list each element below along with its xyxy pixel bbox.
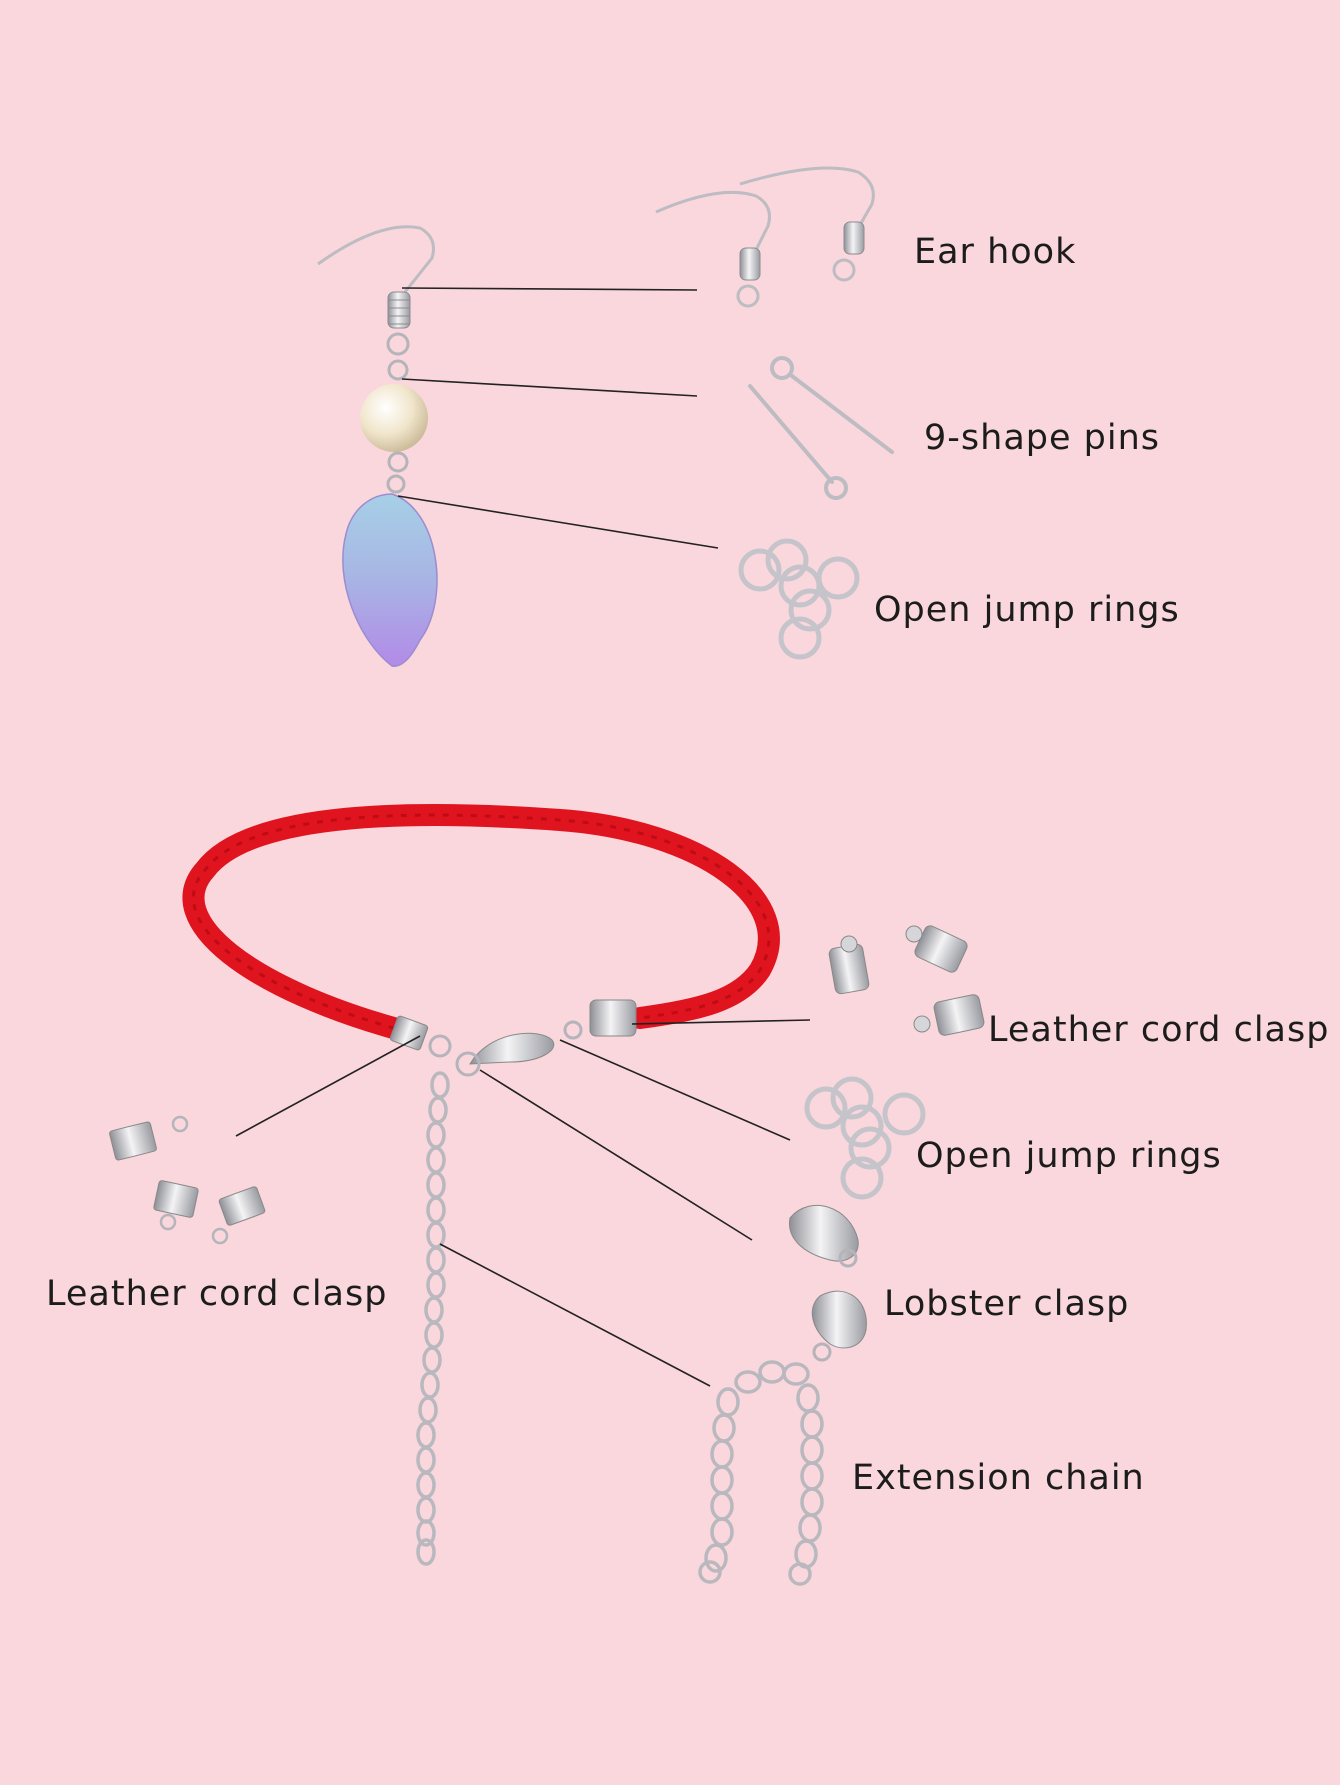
lobster-clasp-label: Lobster clasp [884, 1284, 1130, 1324]
nine-shape-pins-label: 9-shape pins [924, 418, 1160, 458]
leather-cord-clasp-left-label: Leather cord clasp [46, 1274, 388, 1314]
bracelet-assembly [182, 804, 780, 1566]
nine-shape-pins-part [748, 356, 894, 500]
leaf-pendant [342, 493, 438, 668]
ear-hook-coil [387, 291, 411, 329]
extension-chain-part [698, 1360, 824, 1586]
extension-chain-label: Extension chain [852, 1458, 1145, 1498]
cord-crimp-ends-part [109, 1115, 266, 1245]
open-jump-rings-bottom-part [804, 1076, 926, 1200]
lobster-clasps-part [789, 1204, 867, 1362]
bracelet-leader-lines [235, 1019, 811, 1387]
earring-leader-lines [397, 287, 719, 549]
ear-hooks-part [655, 166, 875, 308]
earring-assembly [317, 225, 438, 668]
open-jump-rings-top-label: Open jump rings [874, 590, 1180, 630]
open-jump-rings-bottom-label: Open jump rings [916, 1136, 1222, 1176]
ear-hook-label: Ear hook [914, 232, 1077, 272]
hanging-extension-chain [416, 1071, 450, 1566]
pearl-bead [360, 384, 428, 452]
cord-end-caps-part [828, 925, 985, 1036]
open-jump-rings-top-part [738, 538, 860, 660]
leather-cord-clasp-right-label: Leather cord clasp [988, 1010, 1330, 1050]
